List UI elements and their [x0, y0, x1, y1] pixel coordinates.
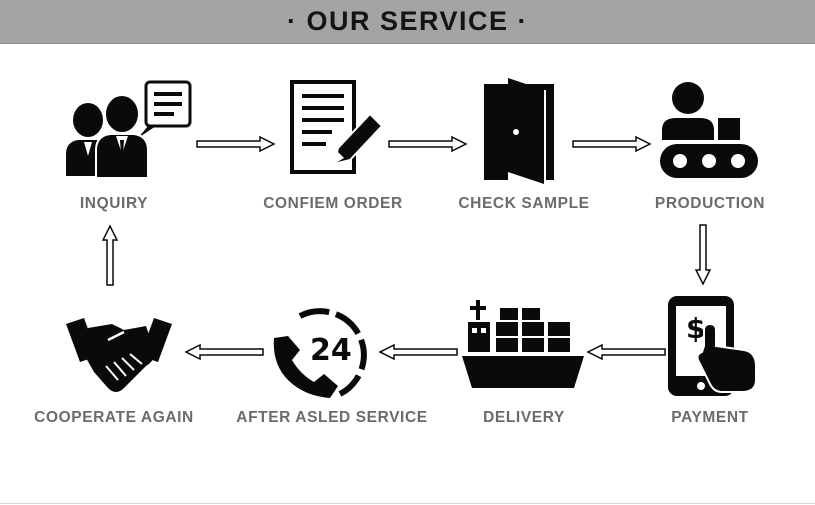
step-label: CONFIEM ORDER	[263, 195, 403, 212]
step-label: CHECK SAMPLE	[458, 195, 590, 212]
cargo-ship-icon	[462, 300, 584, 388]
arrow-left-icon	[586, 344, 666, 360]
conveyor-worker-icon	[660, 82, 758, 178]
step-label: INQUIRY	[79, 195, 149, 212]
arrow-down-icon	[695, 224, 711, 286]
arrow-right-icon	[572, 136, 652, 152]
header-bar: · OUR SERVICE ·	[0, 0, 815, 44]
divider	[0, 503, 815, 504]
arrow-left-icon	[184, 344, 264, 360]
open-door-icon	[484, 78, 554, 184]
arrow-right-icon	[196, 136, 276, 152]
page-title: · OUR SERVICE ·	[286, 6, 529, 36]
step-label: DELIVERY	[483, 409, 565, 426]
document-pen-icon	[290, 80, 384, 174]
svg-text:$: $	[686, 312, 705, 345]
step-label: AFTER ASLED SERVICE	[236, 409, 428, 426]
step-label: PRODUCTION	[654, 195, 766, 212]
step-label: PAYMENT	[671, 409, 749, 426]
step-label: COOPERATE AGAIN	[34, 409, 194, 426]
handshake-icon	[66, 318, 172, 392]
meeting-people-icon	[66, 80, 192, 179]
arrow-left-icon	[378, 344, 458, 360]
support-badge: 24	[310, 333, 352, 368]
support-24-icon: 24	[273, 308, 367, 398]
arrow-up-icon	[102, 224, 118, 286]
phone-payment-icon: $	[668, 296, 757, 396]
arrow-right-icon	[388, 136, 468, 152]
